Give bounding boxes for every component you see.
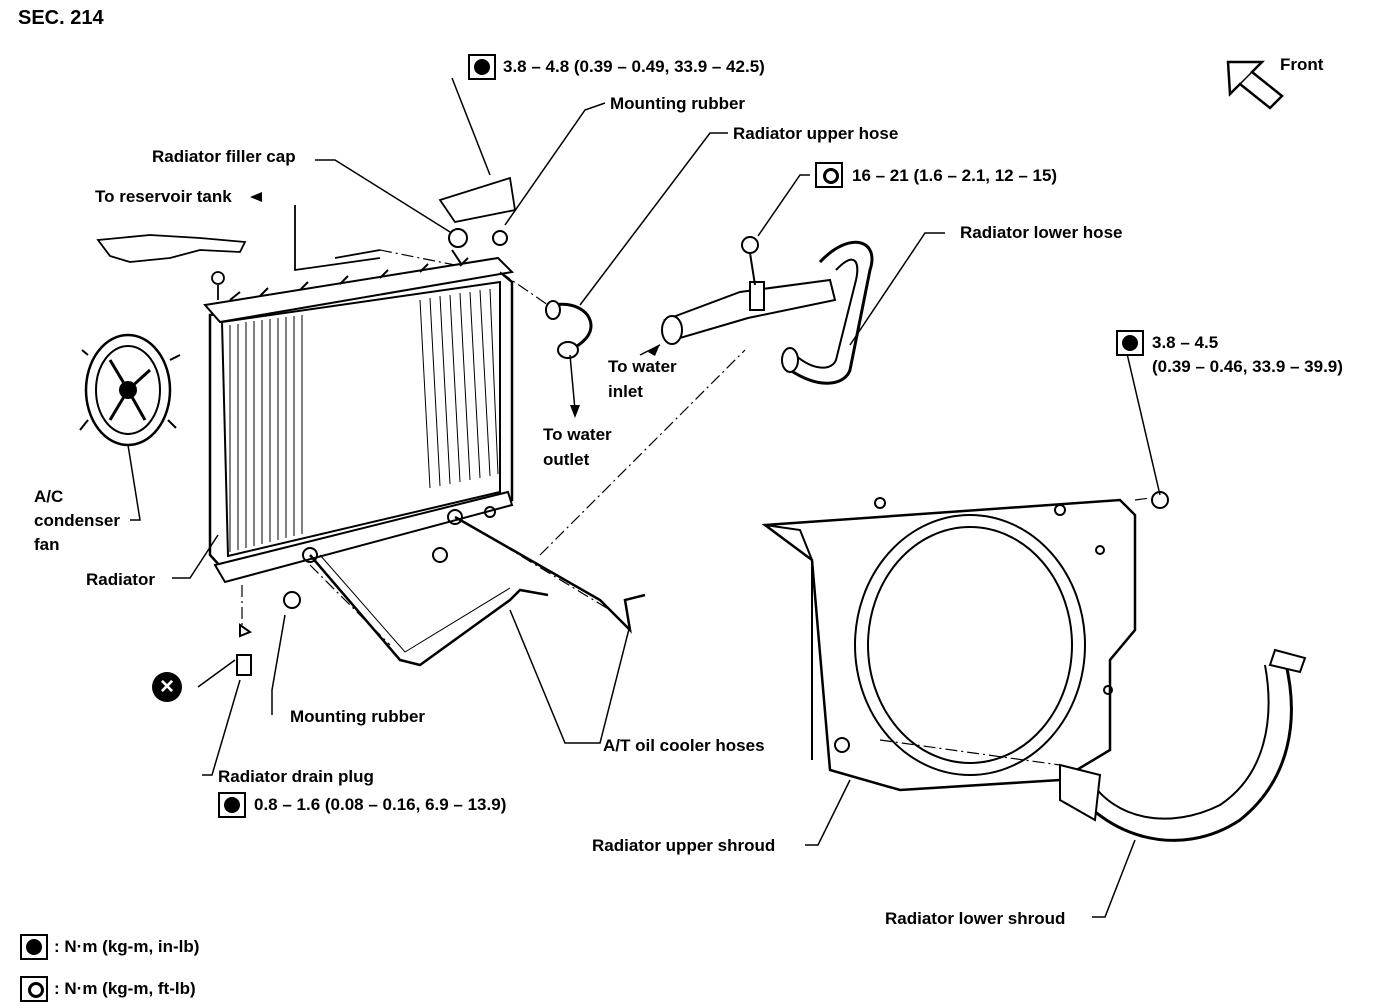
torque-nm-ftlb-icon (20, 976, 48, 1002)
radiator-upper-hose-label: Radiator upper hose (733, 124, 899, 143)
to-water-outlet-label-1: To water (543, 425, 612, 444)
to-water-inlet-label-2: inlet (608, 382, 643, 401)
torque-inlb-icon (1116, 330, 1144, 356)
ac-fan-label-1: A/C (34, 487, 64, 506)
front-arrow-icon (1226, 60, 1284, 110)
torque-spec-hose-clamp: 16 – 21 (1.6 – 2.1, 12 – 15) (852, 166, 1058, 185)
radiator-drain-plug-label: Radiator drain plug (218, 767, 374, 786)
torque-spec-drain: 0.8 – 1.6 (0.08 – 0.16, 6.9 – 13.9) (254, 795, 507, 814)
torque-spec-shroud-2: (0.39 – 0.46, 33.9 – 39.9) (1152, 357, 1343, 376)
section-label: SEC. 214 (18, 7, 104, 29)
at-oil-cooler-hoses-label: A/T oil cooler hoses (603, 736, 765, 755)
dash-dot-lines (241, 249, 1151, 766)
to-water-outlet-label-2: outlet (543, 450, 590, 469)
drain-plug (236, 547, 448, 676)
mounting-rubber-bottom-label: Mounting rubber (290, 707, 426, 726)
torque-ftlb-icon (815, 162, 843, 188)
to-reservoir-tank-label: To reservoir tank (95, 187, 232, 206)
torque-inlb-icon (218, 792, 246, 818)
radiator-lower-shroud-label: Radiator lower shroud (885, 909, 1066, 928)
torque-inlb-icon (468, 54, 496, 80)
radiator-upper-shroud (761, 491, 1169, 792)
radiator-upper-hose (545, 300, 593, 359)
front-label: Front (1280, 55, 1324, 74)
mounting-rubber-top-label: Mounting rubber (610, 94, 746, 113)
torque-spec-top: 3.8 – 4.8 (0.39 – 0.49, 33.9 – 42.5) (503, 57, 765, 76)
at-oil-cooler-hoses (309, 515, 646, 667)
ac-condenser-fan (79, 333, 181, 447)
radiator-lower-hose-label: Radiator lower hose (960, 223, 1123, 242)
reservoir-bracket (96, 205, 381, 300)
radiator (203, 256, 515, 584)
radiator-filler-cap-label: Radiator filler cap (152, 147, 296, 166)
ac-fan-label-3: fan (34, 535, 60, 554)
radiator-label: Radiator (86, 570, 155, 589)
torque-nm-inlb-icon (20, 934, 48, 960)
arrowheads (250, 192, 660, 418)
to-water-inlet-label-1: To water (608, 357, 677, 376)
legend-ftlb-text: : N·m (kg-m, ft-lb) (54, 979, 196, 998)
filler-cap (438, 176, 517, 266)
torque-spec-shroud-1: 3.8 – 4.5 (1152, 333, 1219, 352)
radiator-upper-shroud-label: Radiator upper shroud (592, 836, 776, 855)
leader-lines (127, 77, 1161, 918)
ac-fan-label-2: condenser (34, 511, 120, 530)
radiator-lower-hose (661, 236, 874, 385)
do-not-reuse-icon: × (152, 672, 182, 702)
radiator-lower-shroud (1058, 648, 1307, 842)
legend-inlb-text: : N·m (kg-m, in-lb) (54, 937, 200, 956)
